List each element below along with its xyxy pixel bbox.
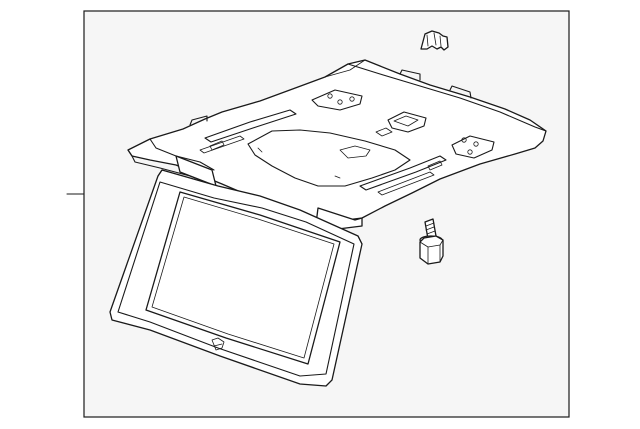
bolt-icon (419, 218, 444, 265)
retainer-clip-icon (420, 30, 449, 51)
display-screen-icon (109, 169, 363, 387)
